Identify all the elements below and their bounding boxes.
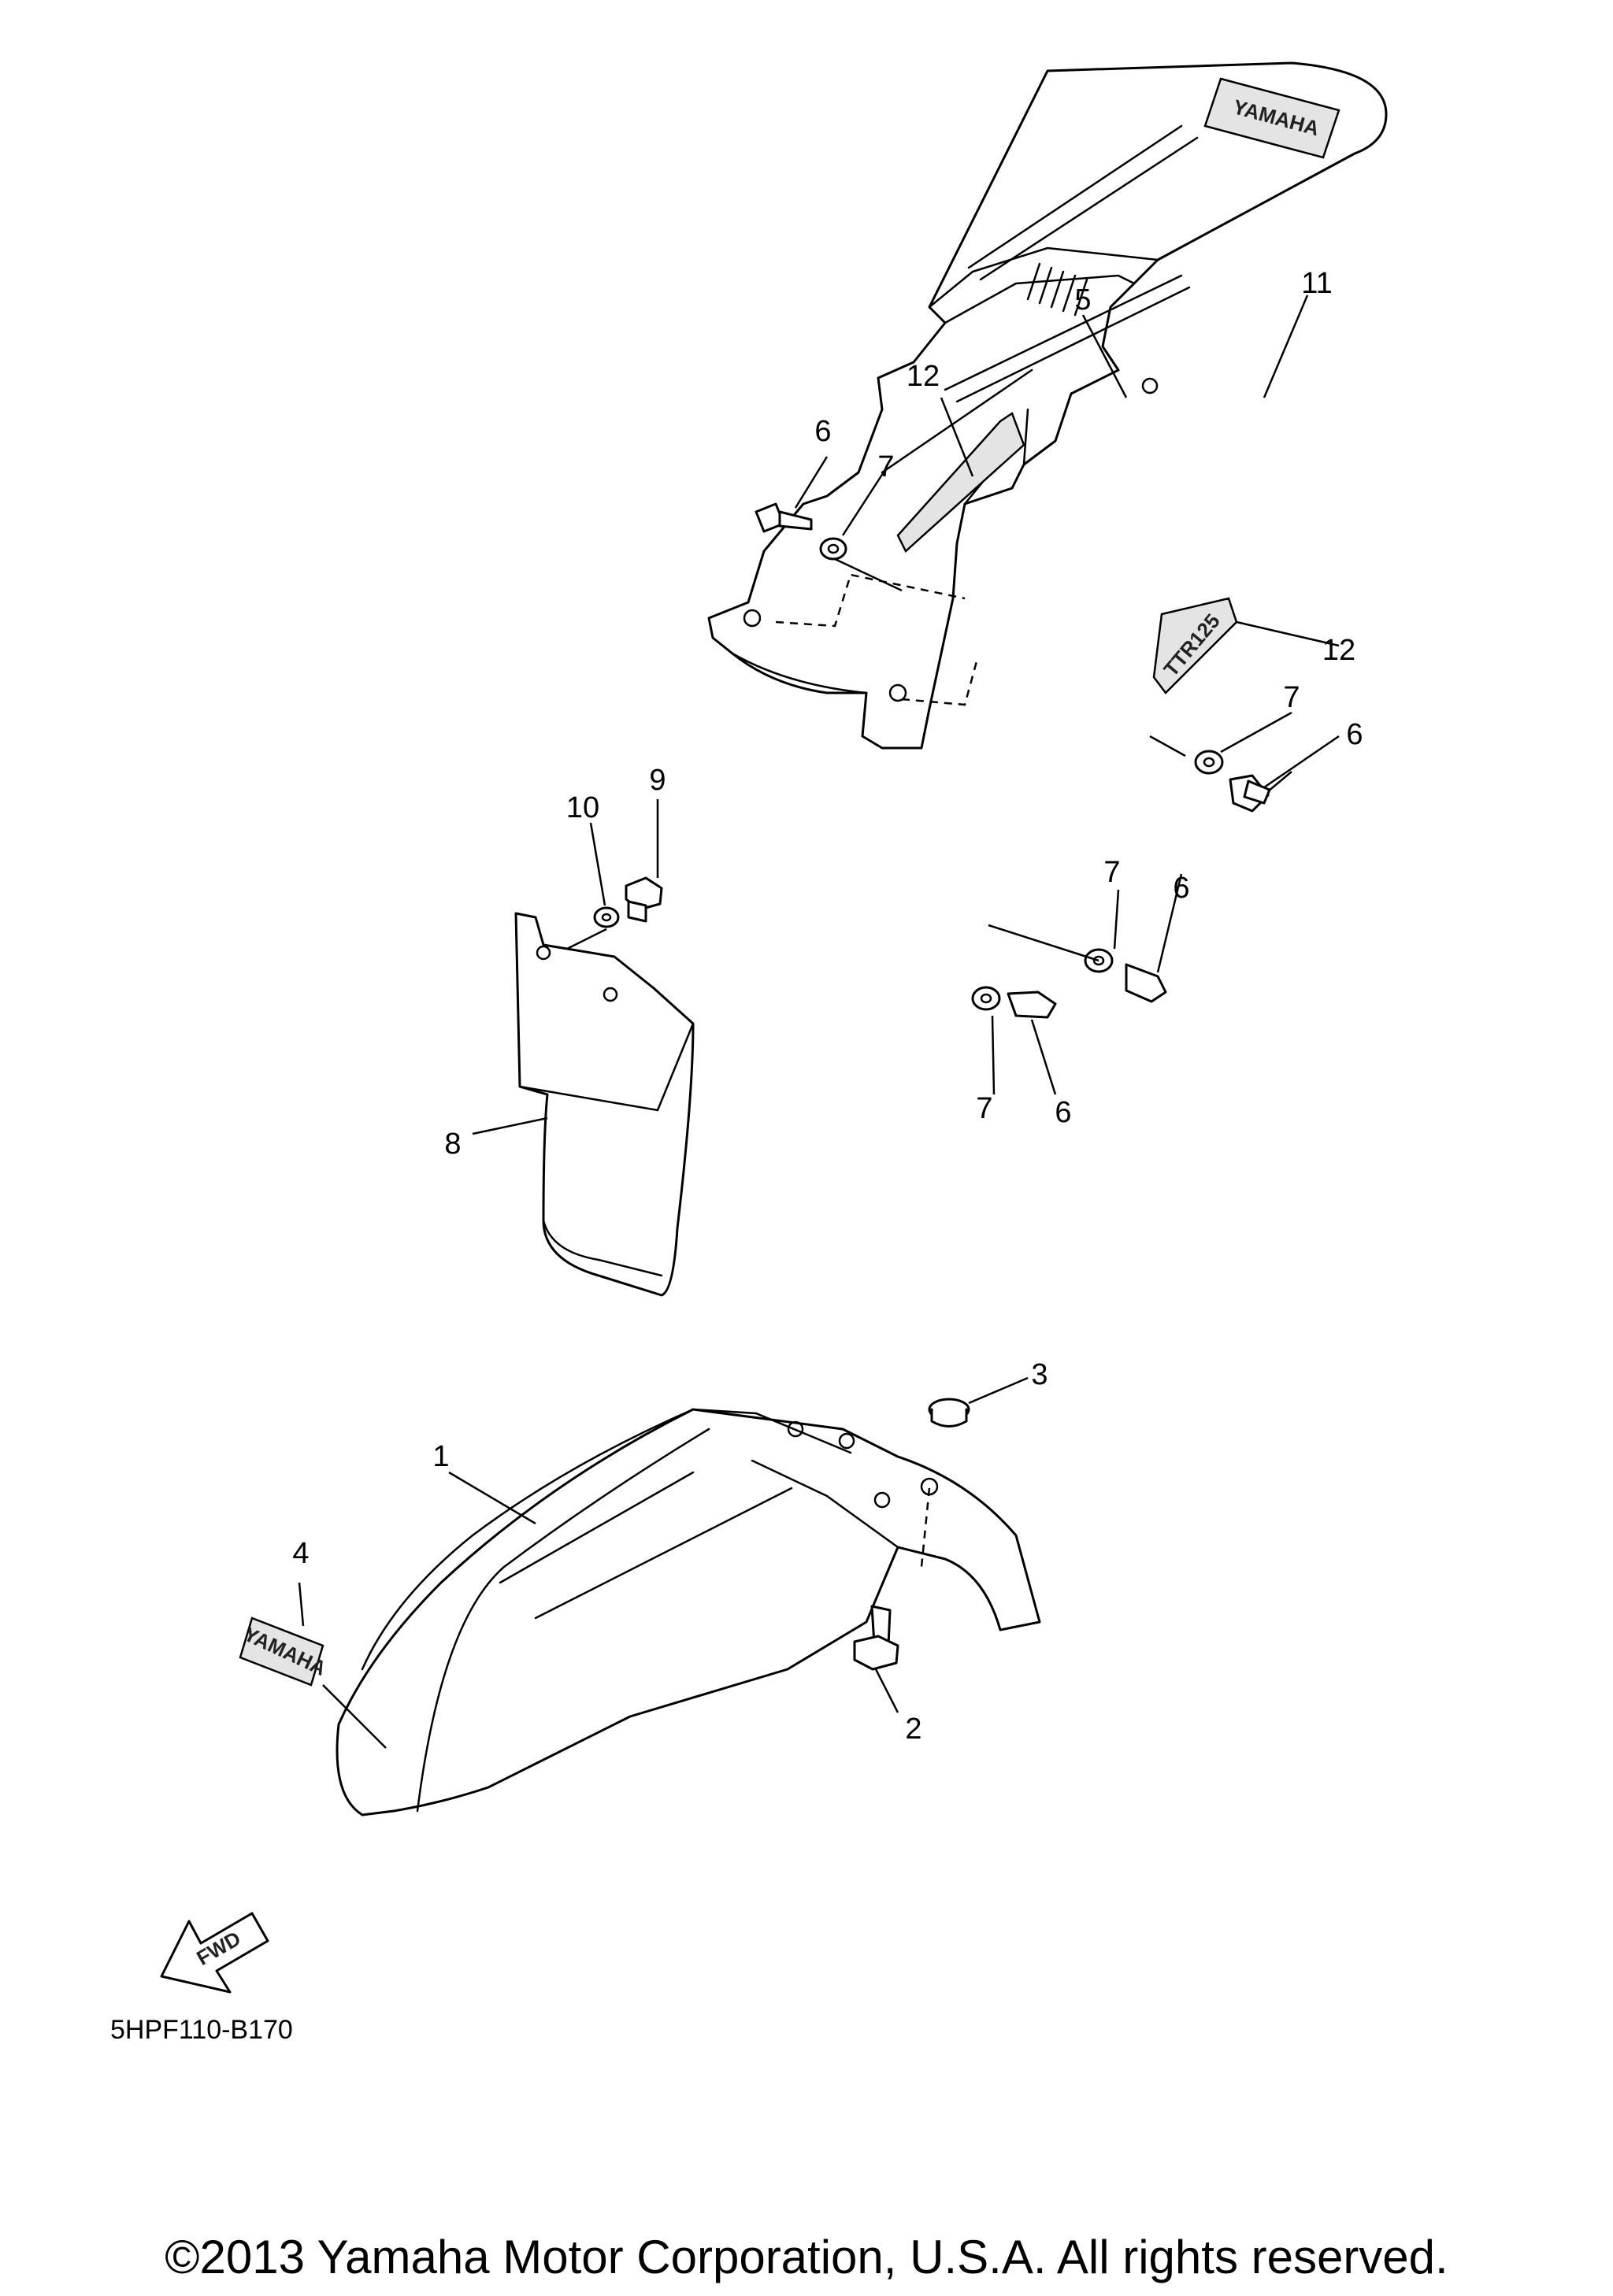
side-ttr-decal: TTR125 [1152, 597, 1238, 694]
callout-7-right: 7 [1283, 681, 1300, 714]
callout-6-lower-left: 6 [1055, 1096, 1071, 1129]
callout-6-lower-right: 6 [1173, 872, 1189, 905]
collar-7-lower-left [971, 986, 1001, 1011]
callout-6-upper: 6 [814, 415, 831, 448]
front-fender [336, 1408, 1041, 1816]
callout-numbers: 11 5 12 6 7 12 7 6 9 10 7 6 7 6 8 3 1 4 … [292, 267, 1363, 1746]
grommet-3 [928, 1398, 970, 1428]
rear-yamaha-decal: YAMAHA [1203, 77, 1340, 159]
fwd-arrow-icon: FWD [160, 1912, 269, 1994]
front-yamaha-decal: YAMAHA [239, 1616, 330, 1687]
rear-fender [707, 61, 1388, 750]
callout-12-right: 12 [1322, 634, 1355, 667]
callout-7-upper: 7 [877, 450, 894, 483]
callout-9: 9 [649, 764, 666, 797]
callout-12-upper: 12 [907, 360, 940, 393]
callout-7-lower-left: 7 [976, 1092, 992, 1125]
callout-1: 1 [432, 1440, 449, 1473]
bolt-6-upper [755, 502, 813, 533]
washer-10 [593, 906, 620, 928]
copyright-notice: ©2013 Yamaha Motor Corporation, U.S.A. A… [165, 2231, 1448, 2283]
leader-lines [298, 294, 1340, 1749]
callout-8: 8 [444, 1128, 461, 1161]
callout-10: 10 [566, 791, 599, 824]
callout-5: 5 [1074, 283, 1091, 317]
callout-7-lower-right: 7 [1103, 856, 1120, 889]
callout-6-right: 6 [1346, 718, 1363, 751]
upper-side-decal [896, 412, 1025, 554]
bolt-6-lower-left [1007, 991, 1057, 1019]
collar-7-upper [819, 537, 847, 561]
bolt-6-lower-right [1125, 963, 1167, 1003]
callout-3: 3 [1031, 1358, 1048, 1391]
callout-2: 2 [905, 1713, 921, 1746]
mud-flap [514, 912, 695, 1297]
bolt-2 [853, 1605, 899, 1671]
callout-4: 4 [292, 1537, 309, 1570]
diagram-code: 5HPF110-B170 [110, 2015, 293, 2045]
bolt-9 [625, 876, 663, 923]
bolt-6-right [1229, 774, 1271, 813]
collar-7-right [1194, 750, 1224, 775]
callout-11: 11 [1301, 267, 1332, 300]
